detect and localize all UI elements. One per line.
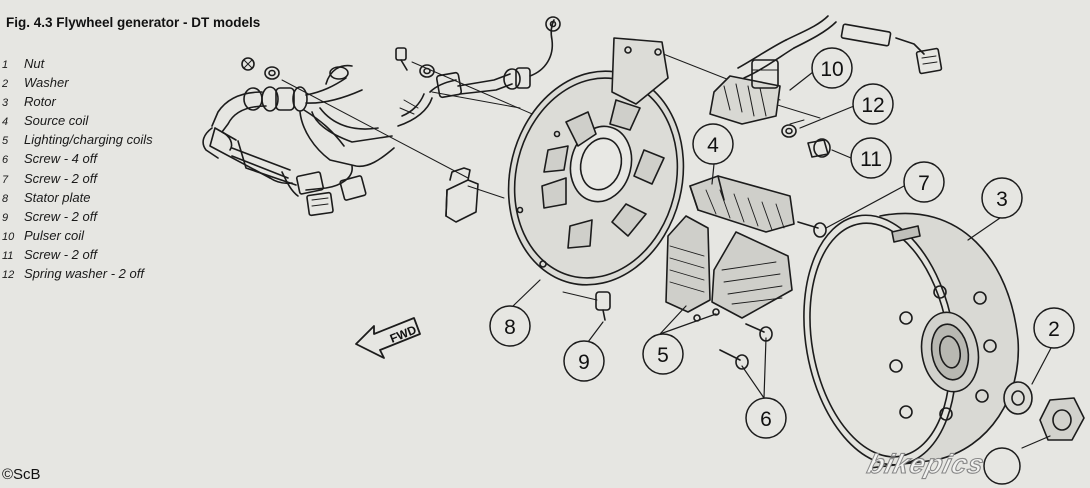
legend-number: 4	[2, 116, 9, 129]
legend-label: Screw - 2 off	[24, 246, 97, 262]
legend-label: Rotor	[24, 94, 56, 110]
callout-8: 8	[504, 316, 516, 339]
stator-plate	[507, 37, 685, 286]
screw-9	[595, 291, 611, 321]
legend-item: 4 Source coil	[2, 111, 153, 130]
legend-number: 12	[2, 269, 15, 282]
legend-item: 7 Screw - 2 off	[2, 169, 153, 188]
legend-item: 2 Washer	[2, 73, 153, 92]
legend-label: Screw - 2 off	[24, 170, 97, 186]
wiring-harness	[202, 64, 395, 217]
rotor-flywheel	[803, 212, 1020, 469]
callout-12: 12	[861, 94, 884, 117]
callout-10: 10	[820, 58, 843, 81]
callout-9: 9	[578, 351, 590, 374]
legend-label: Pulser coil	[24, 227, 84, 243]
legend-number: 9	[2, 211, 9, 224]
legend-number: 2	[2, 78, 9, 91]
legend-item: 12 Spring washer - 2 off	[2, 264, 153, 283]
legend-number: 11	[2, 249, 14, 262]
legend-item: 3 Rotor	[2, 92, 153, 111]
legend-item: 1 Nut	[2, 54, 153, 73]
callout-6: 6	[760, 408, 772, 431]
figure-title: Fig. 4.3 Flywheel generator - DT models	[6, 15, 261, 30]
legend-label: Spring washer - 2 off	[24, 266, 144, 282]
callout-3: 3	[996, 188, 1008, 211]
parts-legend: 1 Nut 2 Washer 3 Rotor 4 Source coil 5 Lighti…	[2, 54, 153, 283]
legend-item: 8 Stator plate	[2, 188, 153, 207]
legend-item: 11 Screw - 2 off	[2, 245, 153, 264]
legend-number: 3	[2, 97, 9, 110]
lighting-charging-coils	[665, 215, 793, 322]
callout-4: 4	[707, 134, 719, 157]
legend-number: 1	[2, 59, 9, 71]
source-coil	[689, 175, 795, 233]
harness-fasteners	[241, 47, 435, 80]
legend-number: 8	[2, 192, 9, 205]
legend-label: Source coil	[24, 113, 89, 129]
legend-label: Lighting/charging coils	[24, 132, 153, 148]
callout-circles	[489, 47, 1075, 485]
callout-2: 2	[1048, 318, 1060, 341]
site-watermark: bikepics	[864, 448, 989, 479]
legend-label: Washer	[24, 75, 69, 91]
legend-number: 5	[2, 135, 9, 148]
legend-item: 9 Screw - 2 off	[2, 207, 153, 226]
fwd-arrow-icon	[355, 317, 421, 359]
cable-bracket	[445, 167, 479, 223]
callout-5: 5	[657, 344, 669, 367]
legend-item: 6 Screw - 4 off	[2, 149, 153, 168]
legend-number: 10	[2, 230, 15, 243]
screws-6	[719, 323, 773, 370]
copyright-notice: ©ScB	[2, 466, 41, 483]
legend-label: Nut	[24, 56, 45, 71]
legend-item: 5 Lighting/charging coils	[2, 130, 153, 149]
callout-11: 11	[860, 148, 882, 171]
pulser-coil-assembly	[709, 15, 943, 125]
callout-numbers: 10 12 11 4 7 3 8 9 5 6 2	[504, 58, 1060, 431]
washer-and-nut	[1003, 381, 1085, 441]
legend-item: 10 Pulser coil	[2, 226, 153, 245]
pulser-fasteners	[781, 124, 831, 158]
legend-number: 7	[2, 173, 9, 186]
legend-label: Stator plate	[24, 189, 91, 205]
screw-7	[797, 221, 827, 238]
legend-label: Screw - 4 off	[24, 151, 97, 167]
legend-number: 6	[2, 154, 9, 167]
callout-pointers	[512, 71, 1052, 449]
callout-7: 7	[918, 172, 930, 195]
legend-label: Screw - 2 off	[24, 208, 97, 224]
